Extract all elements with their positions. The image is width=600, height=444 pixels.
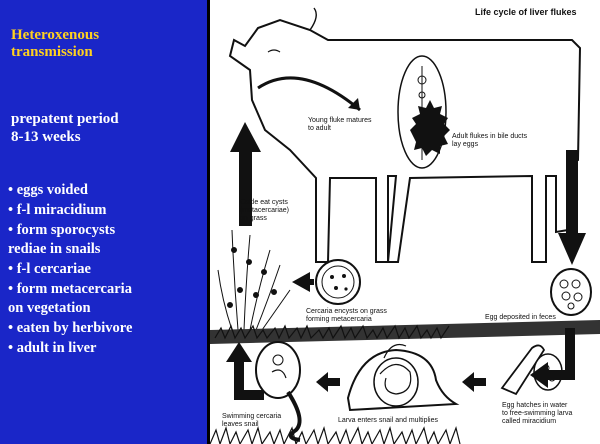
label-cattle-eat-2: (metacercariae)	[240, 207, 289, 215]
label-swimming-cercaria-2: leaves snail	[222, 421, 259, 429]
label-cercaria-encysts-2: forming metacercaria	[306, 316, 372, 324]
prepatent-period-label: prepatent period	[11, 110, 119, 128]
metacercaria-cyst	[316, 260, 360, 304]
panel-title-line-2: transmission	[11, 44, 93, 61]
bullet-rediae-in-snails: rediae in snails	[8, 240, 100, 258]
label-adult-fluke-2: lay eggs	[452, 141, 478, 149]
label-swimming-cercaria-1: Swimming cercaria	[222, 413, 281, 421]
ingestion-arrowhead	[348, 98, 360, 110]
label-egg-hatches-2: to free-swimming larva	[502, 410, 572, 418]
label-young-fluke-1: Young fluke matures	[308, 117, 372, 125]
bullet-eggs-voided: • eggs voided	[8, 181, 88, 199]
label-egg-hatches-1: Egg hatches in water	[502, 402, 567, 410]
label-cattle-eat-1: Cattle eat cysts	[240, 199, 288, 207]
label-cercaria-encysts-1: Cercaria encysts on grass	[306, 308, 387, 316]
label-egg-hatches-3: called miracidium	[502, 418, 556, 426]
life-cycle-figure: Life cycle of liver flukes Young fluke m…	[210, 0, 600, 444]
miracidium	[502, 345, 562, 394]
label-cattle-eat-3: on grass	[240, 215, 267, 223]
left-text-panel: Heteroxenous transmission prepatent peri…	[0, 0, 207, 444]
bullet-free-living-cercariae: • f-l cercariae	[8, 260, 91, 278]
bottom-grass	[210, 428, 460, 444]
ground-band	[210, 320, 600, 344]
bullet-free-living-miracidium: • f-l miracidium	[8, 201, 107, 219]
arrow-miracidium-to-snail	[462, 372, 486, 392]
label-egg-deposited: Egg deposited in feces	[485, 314, 556, 322]
figure-title: Life cycle of liver flukes	[475, 7, 577, 17]
cow-ear	[310, 8, 316, 30]
grass-cysts	[218, 230, 290, 330]
egg-in-feces	[551, 269, 591, 315]
cow-eye	[268, 50, 280, 52]
down-arrow-right	[558, 150, 586, 265]
label-larva-enters: Larva enters snail and multiplies	[338, 417, 438, 425]
bullet-eaten-by-herbivore: • eaten by herbivore	[8, 319, 132, 337]
bullet-form-sporocysts: • form sporocysts	[8, 221, 115, 239]
snail	[348, 345, 456, 411]
panel-title-line-1: Heteroxenous	[11, 27, 99, 44]
bullet-form-metacercaria: • form metacercaria	[8, 280, 132, 298]
life-cycle-drawing	[210, 0, 600, 444]
bullet-on-vegetation: on vegetation	[8, 299, 91, 317]
cyst-to-grass-arrow	[292, 272, 314, 292]
label-young-fluke-2: to adult	[308, 125, 331, 133]
arrow-snail-to-cercaria	[316, 372, 340, 392]
bullet-adult-in-liver: • adult in liver	[8, 339, 96, 357]
ingestion-curve-arrow	[258, 78, 360, 110]
prepatent-period-value: 8-13 weeks	[11, 128, 81, 146]
adult-fluke	[398, 56, 450, 168]
label-adult-fluke-1: Adult flukes in bile ducts	[452, 133, 527, 141]
